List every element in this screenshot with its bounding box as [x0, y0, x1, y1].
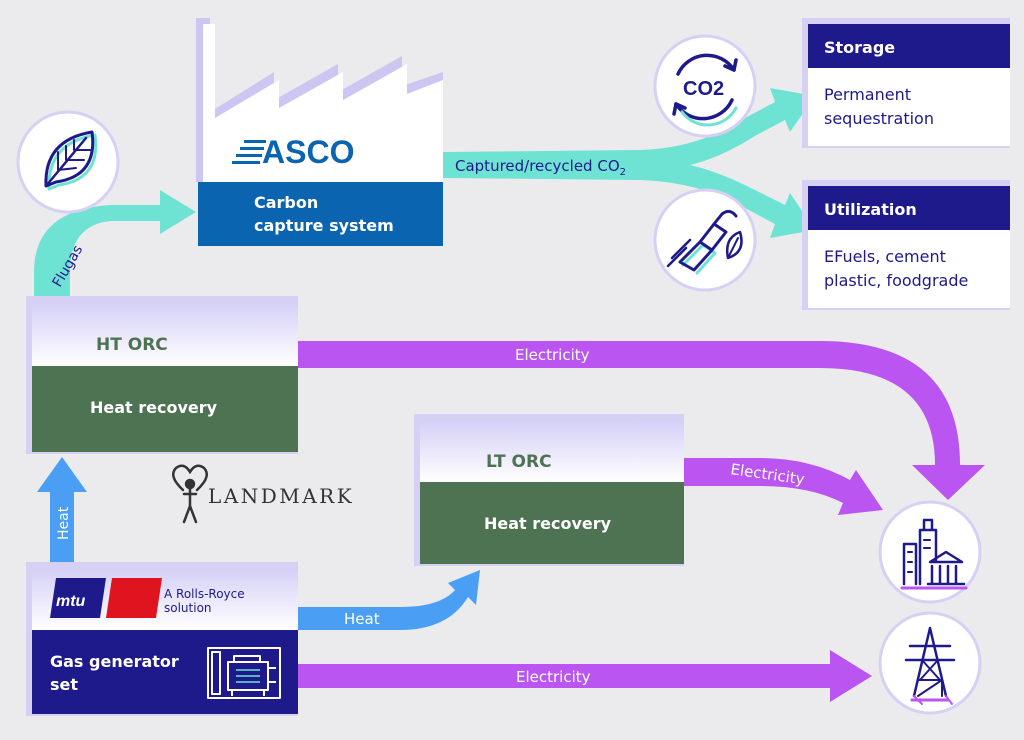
ht-orc-top [32, 302, 298, 366]
co2-icon-circle: CO2 [653, 34, 757, 138]
pylon-icon-circle [878, 611, 982, 715]
mtu-logo-icon [50, 578, 162, 618]
asco-title-line2: capture system [254, 216, 394, 235]
storage-header-text: Storage [824, 38, 895, 57]
leaf-icon-circle [16, 110, 120, 214]
lt-orc-bottom [420, 482, 684, 564]
captured-co2-arrow [443, 88, 815, 238]
electricity-ht-arrow [297, 341, 985, 500]
landmark-logo-text: LANDMARK [208, 484, 354, 508]
electricity-ht-label: Electricity [515, 346, 590, 364]
electricity-gen-arrow [297, 650, 872, 702]
asco-system-box [198, 182, 443, 246]
heat-lt-arrow [298, 570, 480, 630]
landmark-logo-icon [171, 464, 209, 524]
storage-header [808, 24, 1010, 68]
ht-orc-label: Heat recovery [90, 398, 218, 417]
mtu-tagline-line2: solution [164, 601, 212, 615]
flugas-arrow [34, 190, 196, 302]
electricity-lt-arrow [684, 458, 883, 515]
captured-co2-label: Captured/recycled CO2 [455, 157, 626, 178]
asco-logo-text: ASCO [262, 134, 354, 170]
gas-generator-title-line2: set [50, 675, 78, 694]
gas-generator-box [32, 630, 298, 714]
leaf-icon [44, 130, 98, 191]
utilization-body [808, 230, 1010, 308]
gas-generator-title-line1: Gas generator [50, 652, 179, 671]
heat-vertical-label: Heat [56, 506, 72, 540]
asco-logo-icon [232, 140, 266, 164]
storage-body-line2: sequestration [824, 109, 934, 128]
utilization-body-line1: EFuels, cement [824, 247, 946, 266]
fuel-icon-circle [653, 188, 757, 292]
ht-orc-bottom [32, 366, 298, 452]
utilization-header-text: Utilization [824, 200, 917, 219]
electricity-gen-label: Electricity [516, 668, 591, 686]
utilization-header [808, 186, 1010, 230]
heat-lt-label: Heat [344, 610, 380, 628]
power-pylon-icon [904, 626, 956, 705]
generator-engine-icon [207, 647, 281, 699]
storage-body-line1: Permanent [824, 85, 911, 104]
lt-orc-top [420, 420, 684, 482]
co2-icon-label: CO2 [683, 78, 724, 100]
fuel-nozzle-icon [666, 209, 743, 275]
utilization-body-line2: plastic, foodgrade [824, 271, 968, 290]
co2-recycle-icon [672, 53, 738, 127]
mtu-logo-text: mtu [56, 593, 86, 610]
storage-body [808, 68, 1010, 146]
city-icon-circle [878, 500, 982, 604]
city-buildings-icon [900, 518, 968, 590]
ht-orc-title: HT ORC [96, 335, 168, 355]
heat-vertical-arrow [37, 457, 87, 565]
lt-orc-title: LT ORC [486, 452, 552, 472]
mtu-tagline-line1: A Rolls-Royce [164, 587, 245, 601]
lt-orc-label: Heat recovery [484, 514, 612, 533]
asco-title-line1: Carbon [254, 193, 318, 212]
